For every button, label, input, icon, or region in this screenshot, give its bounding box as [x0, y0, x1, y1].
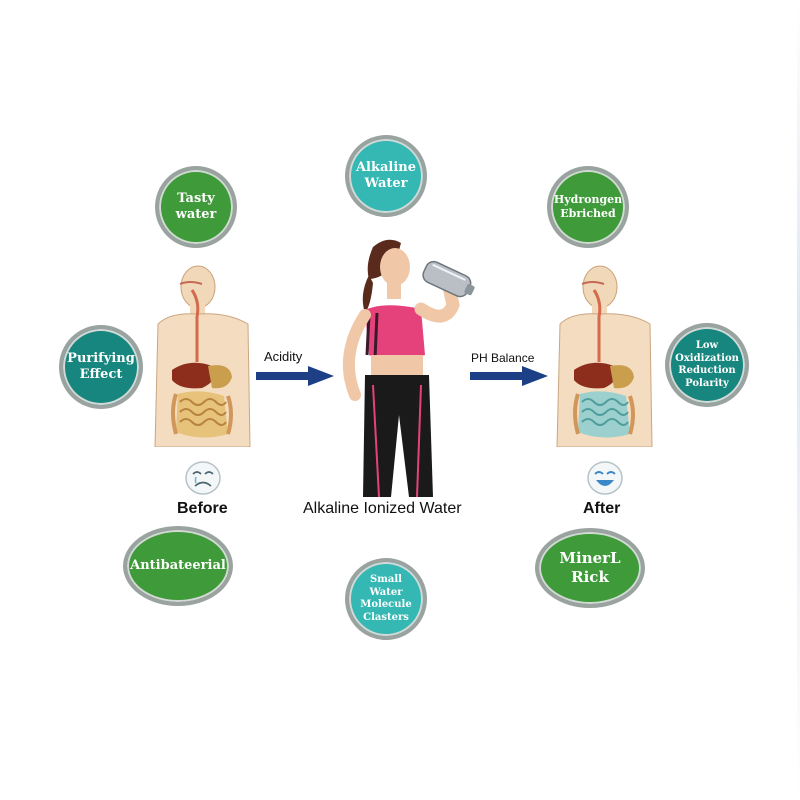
alkaline-ionized-water-caption: Alkaline Ionized Water	[303, 500, 462, 517]
water-bottle-icon	[422, 260, 475, 298]
bubble-tasty-water: Tasty water	[155, 166, 237, 248]
body-digestive-before-figure	[154, 265, 251, 447]
body-digestive-after-figure	[556, 265, 653, 447]
bubble-low-oxidization: Low Oxidization Reduction Polarity	[665, 323, 749, 407]
bubble-mineral-rich: MinerL Rick	[535, 528, 645, 608]
bubble-purifying-effect-label: Purifying Effect	[67, 350, 135, 382]
intestines-before	[171, 391, 233, 438]
woman-face	[380, 248, 410, 286]
stomach-after	[610, 365, 634, 389]
bubble-small-water-clusters-label: Small Water Molecule Clasters	[360, 574, 412, 623]
ph-balance-label: PH Balance	[471, 351, 535, 365]
bubble-hydrogen-enriched-label: Hydrongen Ebriched	[553, 193, 623, 220]
ph-balance-arrow	[470, 366, 548, 386]
bubble-low-oxidization-label: Low Oxidization Reduction Polarity	[675, 340, 739, 389]
before-caption: Before	[177, 500, 228, 517]
happy-face-icon	[587, 461, 623, 495]
bubble-antibacterial-label: Antibateerial	[130, 557, 226, 573]
bubble-mineral-rich-label: MinerL Rick	[559, 549, 621, 586]
woman-drinking-water-illustration	[342, 239, 475, 497]
bubble-alkaline-water: Alkaline Water	[345, 135, 427, 217]
liver-after	[574, 362, 617, 389]
acidity-label: Acidity	[264, 349, 303, 364]
acidity-arrow	[256, 366, 334, 386]
stomach-before	[208, 365, 232, 389]
bubble-antibacterial: Antibateerial	[123, 526, 233, 606]
bubble-small-water-clusters: Small Water Molecule Clasters	[345, 558, 427, 640]
intestines-after	[573, 391, 635, 438]
bubble-alkaline-water-label: Alkaline Water	[355, 159, 417, 191]
bubble-purifying-effect: Purifying Effect	[59, 325, 143, 409]
after-caption: After	[583, 500, 621, 517]
liver-before	[172, 362, 215, 389]
bubble-hydrogen-enriched: Hydrongen Ebriched	[547, 166, 629, 248]
sad-face-icon	[185, 461, 221, 495]
page-edge-line	[797, 0, 800, 800]
bubble-tasty-water-label: Tasty water	[175, 190, 217, 222]
